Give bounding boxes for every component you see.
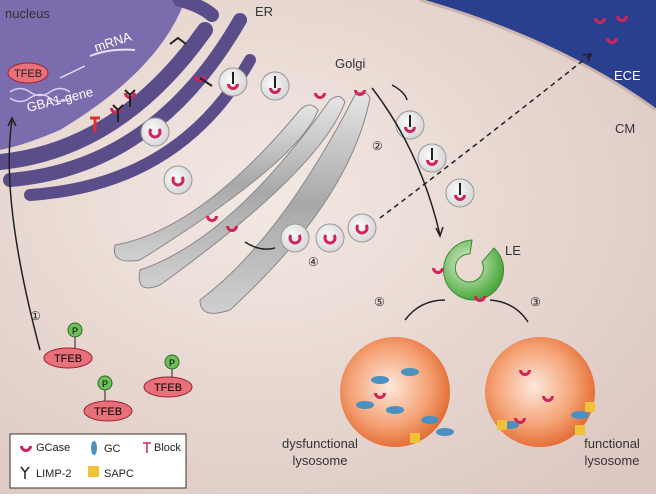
dysfunctional-label: dysfunctional	[282, 436, 358, 451]
cm-label: CM	[615, 121, 635, 136]
limp2-icon	[20, 466, 30, 479]
svg-text:P: P	[72, 326, 78, 336]
tfeb-nuclear-label: TFEB	[14, 68, 42, 80]
dysfunctional-lysosome-label: lysosome	[293, 453, 348, 468]
tfeb-phosphorylated-2: P TFEB	[83, 375, 133, 422]
pathway-arrows	[7, 53, 593, 351]
legend-block: Block	[154, 442, 181, 454]
le-label: LE	[505, 243, 521, 258]
step-3-marker: ③	[530, 295, 541, 309]
dysfunctional-lysosome	[340, 337, 454, 447]
golgi-label: Golgi	[335, 56, 365, 71]
nucleus-label: nucleus	[5, 6, 50, 21]
tfeb-phosphorylated-3: P TFEB	[143, 354, 193, 398]
step-4-marker: ④	[308, 255, 319, 269]
golgi-apparatus	[113, 91, 371, 314]
tfeb-phosphorylated-1: P TFEB	[43, 322, 93, 369]
sapc-icon	[88, 466, 99, 477]
functional-label: functional	[584, 436, 640, 451]
svg-text:P: P	[102, 379, 108, 389]
legend-sapc: SAPC	[104, 468, 134, 480]
transcription-arrow	[59, 65, 86, 79]
functional-lysosome	[485, 337, 595, 447]
ece-label: ECE	[614, 68, 641, 83]
block-icon	[90, 116, 100, 132]
step-1-marker: ①	[30, 309, 41, 323]
svg-text:P: P	[169, 358, 175, 368]
legend-limp2: LIMP-2	[36, 468, 71, 480]
svg-text:TFEB: TFEB	[154, 382, 182, 394]
functional-lysosome-label: lysosome	[585, 453, 640, 468]
nucleus	[0, 0, 185, 150]
er-label: ER	[255, 4, 273, 19]
cell-membrane	[419, 0, 656, 112]
dna-icon	[9, 87, 71, 103]
extracellular-environment	[420, 0, 656, 110]
gc-icon	[91, 441, 97, 455]
step-5-marker: ⑤	[374, 295, 385, 309]
legend-gcase: GCase	[36, 442, 70, 454]
svg-text:TFEB: TFEB	[54, 353, 82, 365]
mrna-strand-icon	[89, 48, 136, 57]
legend-gc: GC	[104, 443, 121, 455]
svg-text:TFEB: TFEB	[94, 406, 122, 418]
legend: GCase GC Block LIMP-2 SAPC	[9, 433, 187, 489]
tfeb-nuclear	[7, 62, 49, 84]
block-icon	[143, 442, 151, 453]
step-2-marker: ②	[372, 139, 383, 153]
